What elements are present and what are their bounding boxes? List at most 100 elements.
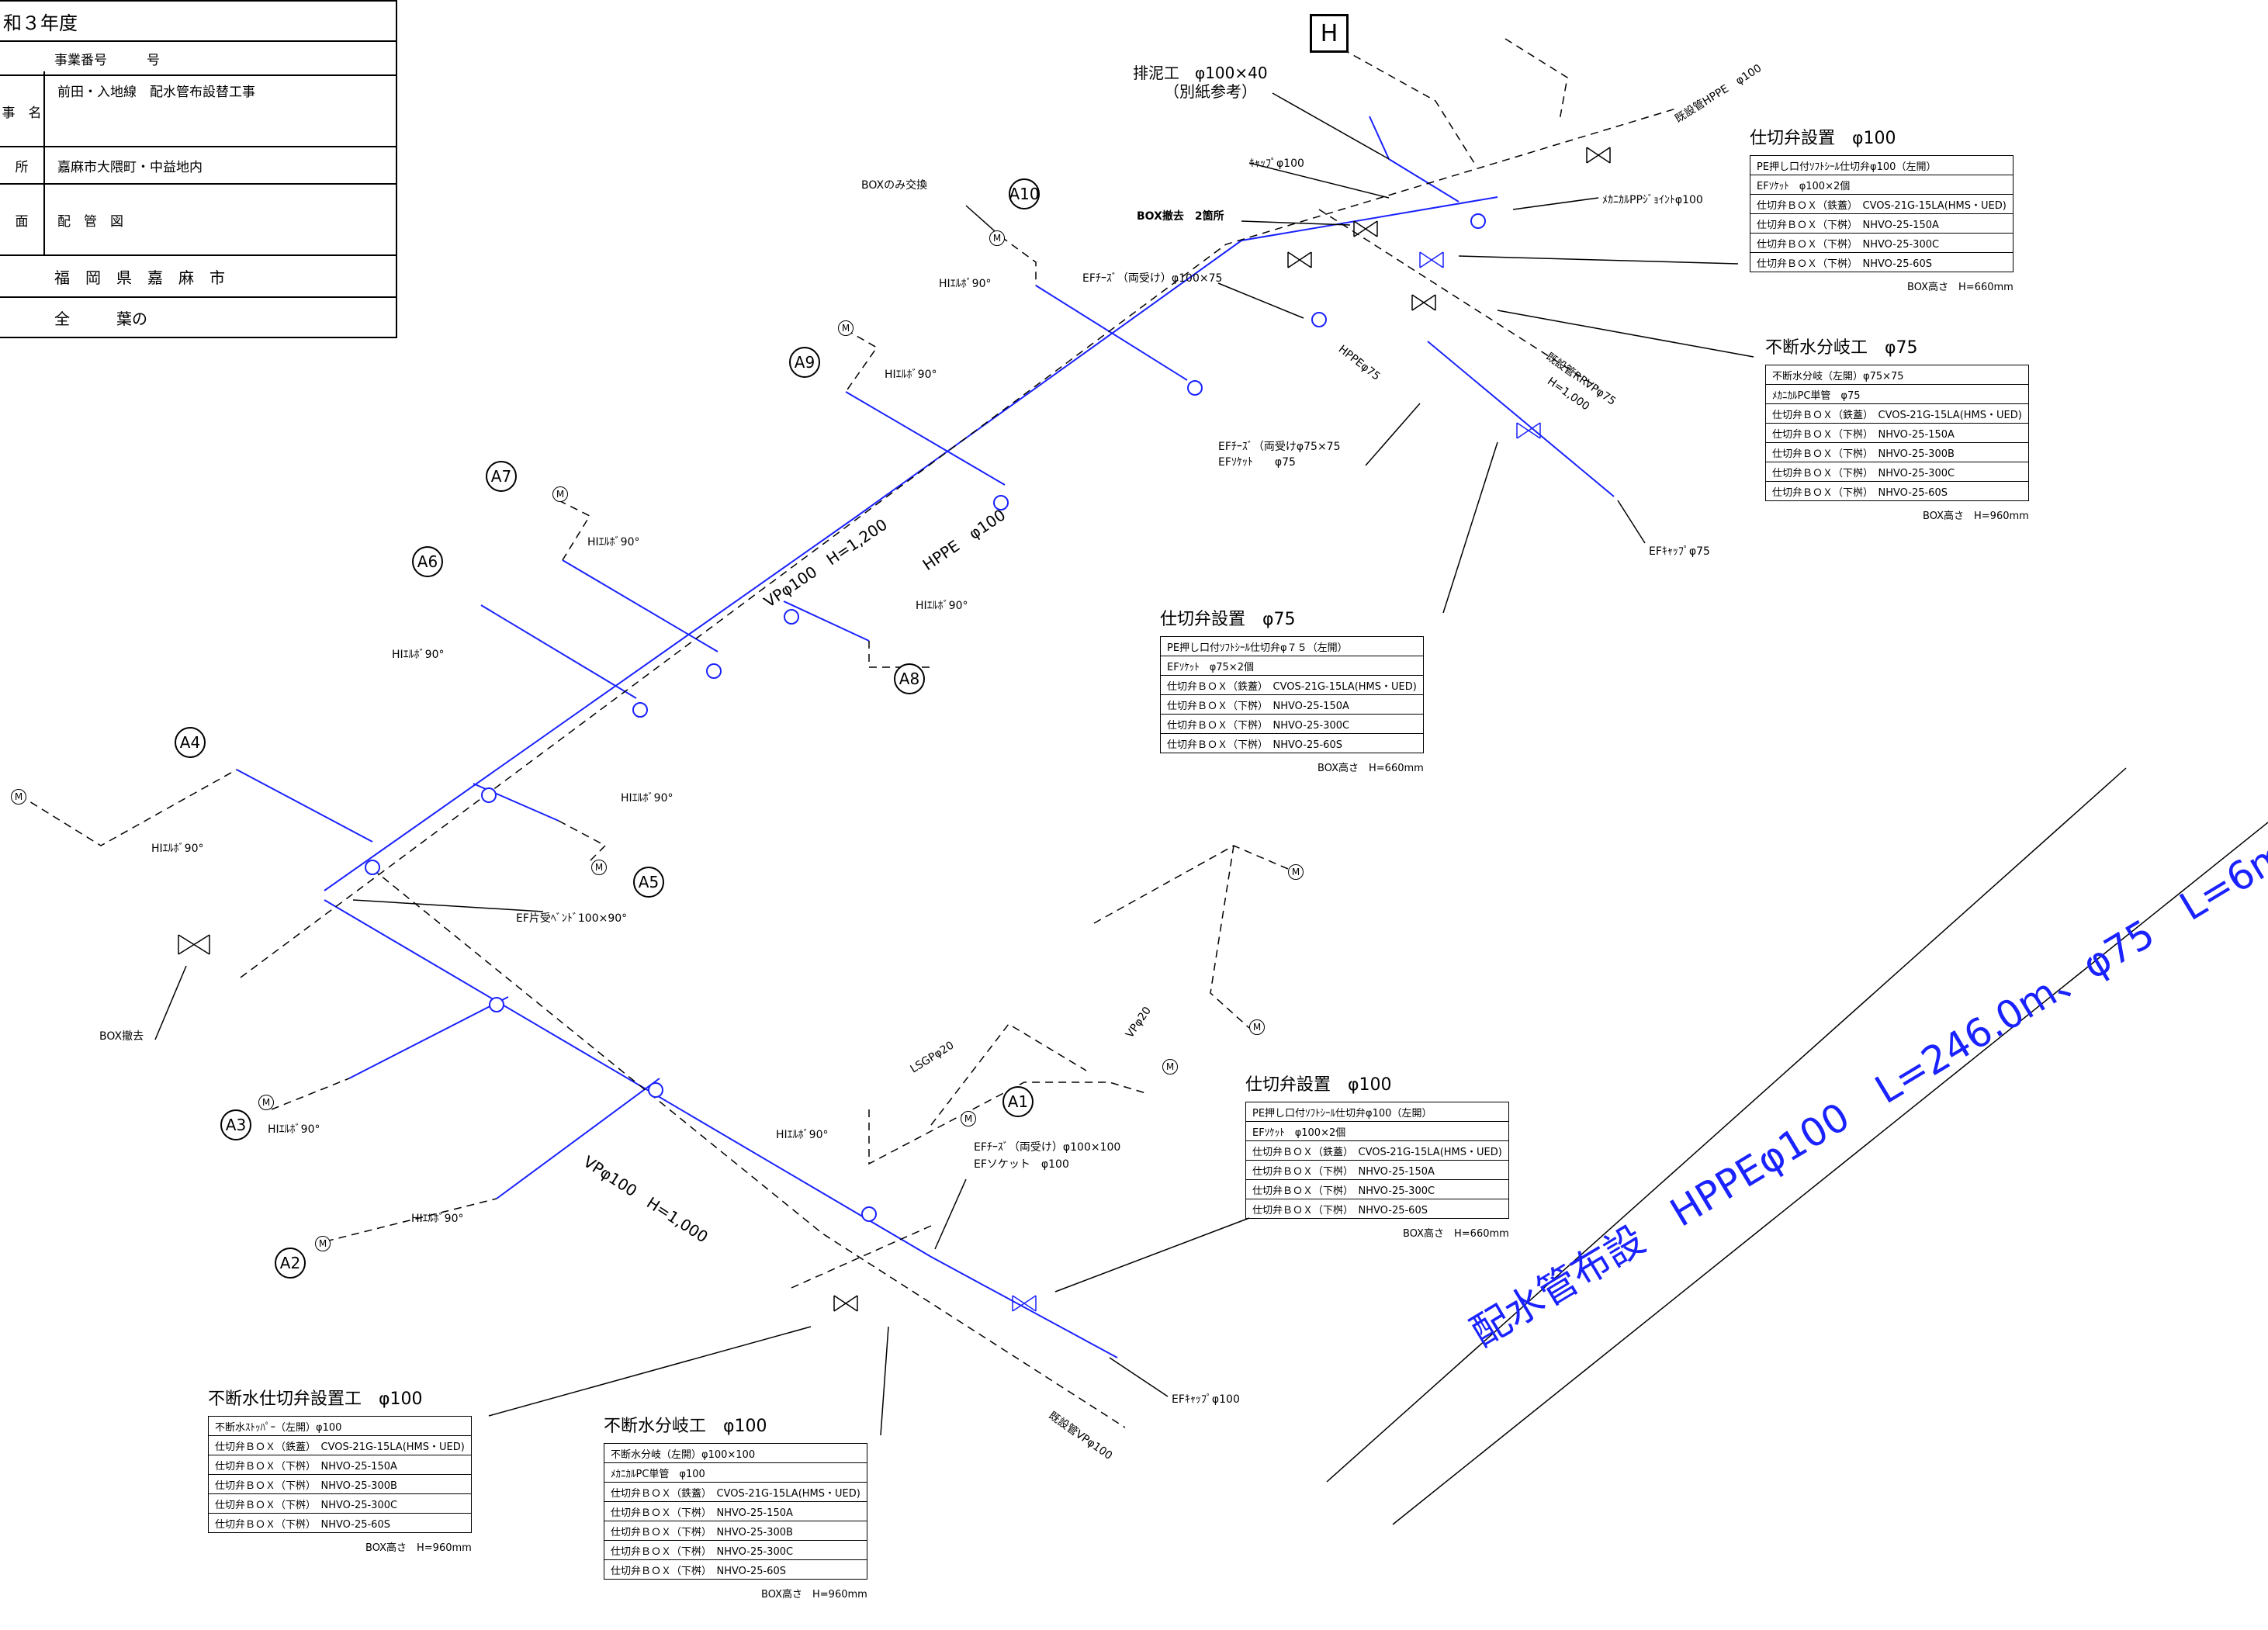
project-no: 事業番号 号: [54, 52, 160, 68]
meter-m2: M: [1249, 1019, 1265, 1035]
leader-boxremoval: [154, 965, 187, 1040]
spec-row: 不断水分岐（左開）φ100×100: [604, 1443, 867, 1463]
spec-stopper100: 不断水仕切弁設置工 φ100 不断水ｽﾄｯﾊﾟｰ（左開）φ100 仕切弁ＢＯＸ（…: [208, 1385, 472, 1554]
spec-row: 仕切弁ＢＯＸ（下桝） NHVO-25-150A: [1245, 1160, 1509, 1180]
road-edge-upper: [1326, 767, 2127, 1483]
valve-existing-3: [1287, 251, 1312, 268]
service-tag-a5: A5: [633, 867, 664, 898]
meter-a7: M: [552, 486, 568, 502]
spec-row: 仕切弁ＢＯＸ（下桝） NHVO-25-60S: [1750, 252, 2013, 272]
meter-line-a2: [325, 1198, 497, 1242]
leader-bend: [352, 899, 544, 912]
leader-efcap100: [1109, 1357, 1169, 1397]
service-tag-a8: A8: [894, 663, 925, 694]
project-name: 前田・入地線 配水管布設替工事: [43, 71, 396, 151]
meter-line-m1: [1093, 845, 1289, 924]
service-tag-a6: A6: [412, 546, 443, 577]
leader-mech: [1512, 197, 1599, 210]
title-block: 和３年度 事業番号 号 事 名前田・入地線 配水管布設替工事 所嘉麻市大隈町・中…: [0, 0, 397, 338]
spec-row: 仕切弁ＢＯＸ（下桝） NHVO-25-300C: [1750, 233, 2013, 253]
service-tag-a7: A7: [486, 461, 517, 492]
box-removal-label: BOX撤去: [99, 1030, 144, 1043]
spec-title: 仕切弁設置 φ75: [1160, 610, 1296, 629]
leader-valve75: [1442, 441, 1498, 614]
spec-row: 仕切弁ＢＯＸ（下桝） NHVO-25-60S: [208, 1513, 472, 1533]
existing-hppe-line: [240, 108, 1677, 978]
service-tag-a2: A2: [275, 1248, 306, 1279]
service-a3: [348, 996, 509, 1079]
leader-cap: [1248, 162, 1390, 199]
spec-title: 不断水仕切弁設置工 φ100: [208, 1389, 423, 1409]
tee-a10: [1187, 380, 1203, 396]
service-tag-a9: A9: [789, 347, 820, 378]
leader-stopper: [488, 1326, 812, 1417]
ef-cap75-label: EFｷｬｯﾌﾟφ75: [1649, 545, 1710, 558]
spec-row: EFｿｹｯﾄ φ100×2個: [1245, 1121, 1509, 1141]
spec-row: 不断水ｽﾄｯﾊﾟｰ（左開）φ100: [208, 1416, 472, 1436]
spec-row: EFｿｹｯﾄ φ100×2個: [1750, 175, 2013, 195]
spec-footer: BOX高さ H=660mm: [1403, 1228, 1509, 1240]
meter-m3: M: [1162, 1059, 1178, 1075]
spec-row: 仕切弁ＢＯＸ（鉄蓋） CVOS-21G-15LA(HMS・UED): [1765, 403, 2029, 424]
service-a10: [1035, 285, 1188, 381]
spec-footer: BOX高さ H=960mm: [365, 1542, 472, 1554]
ef-cheese-bottom-label: EFﾁｰｽﾞ（両受け）φ100×100: [974, 1141, 1121, 1154]
spec-row: 仕切弁ＢＯＸ（下桝） NHVO-25-60S: [1765, 481, 2029, 501]
new-pipes: [236, 116, 1615, 1358]
sheets: 全 葉の: [54, 309, 147, 328]
service-a9: [845, 391, 1006, 486]
spec-title: 仕切弁設置 φ100: [1750, 129, 1896, 148]
tee-a6: [632, 702, 648, 718]
spec-row: 仕切弁ＢＯＸ（下桝） NHVO-25-300B: [604, 1521, 867, 1541]
valve-existing-5: [833, 1295, 858, 1312]
spec-row: PE押し口付ｿﾌﾄｼｰﾙ仕切弁φ７５（左開）: [1160, 636, 1424, 656]
spec-row: PE押し口付ｿﾌﾄｼｰﾙ仕切弁φ100（左開）: [1245, 1102, 1509, 1122]
tee-a8: [784, 609, 799, 625]
h-line: [1330, 42, 1475, 164]
meter-line-a9: [845, 329, 878, 393]
spec-footer: BOX高さ H=960mm: [1923, 510, 2029, 522]
spec-row: 仕切弁ＢＯＸ（下桝） NHVO-25-150A: [208, 1455, 472, 1475]
spec-title: 不断水分岐工 φ75: [1765, 338, 1918, 358]
hydrant-h-mark: H: [1310, 14, 1349, 53]
leader-drain: [1272, 92, 1390, 160]
spec-row: 仕切弁ＢＯＸ（下桝） NHVO-25-60S: [1245, 1199, 1509, 1219]
meter-a5: M: [591, 860, 607, 875]
service-a7: [562, 559, 718, 652]
fittings: [365, 213, 1486, 1222]
meter-a4: M: [11, 789, 26, 805]
tee-a9: [993, 495, 1009, 510]
meter-a10: M: [989, 230, 1005, 246]
existing-vp-line: [372, 868, 1126, 1428]
spec-row: 仕切弁ＢＯＸ（鉄蓋） CVOS-21G-15LA(HMS・UED): [208, 1435, 472, 1455]
ef-socket100-label: EFソケット φ100: [974, 1158, 1069, 1171]
spec-row: 仕切弁ＢＯＸ（下桝） NHVO-25-150A: [1765, 423, 2029, 443]
top-line: [1504, 38, 1568, 121]
drawing-name: 配 管 図: [43, 185, 396, 254]
valve-75: [1516, 422, 1541, 439]
spec-footer: BOX高さ H=660mm: [1318, 763, 1424, 774]
ef-bend-label: EF片受ﾍﾞﾝﾄﾞ100×90°: [516, 912, 628, 925]
valve-100-top: [1419, 251, 1444, 268]
ef-socket75-label: EFｿｹｯﾄ φ75: [1218, 456, 1296, 469]
drain-title: 排泥工 φ100×40: [1133, 64, 1268, 82]
spec-row: EFｿｹｯﾄ φ75×2個: [1160, 656, 1424, 676]
hi-elbow-a6: HIｴﾙﾎﾞ90°: [392, 649, 445, 661]
hi-elbow-a3: HIｴﾙﾎﾞ90°: [268, 1123, 320, 1136]
service-dashed-a1b: [791, 1225, 932, 1289]
box-removal-2-label: BOX撤去 2箇所: [1137, 210, 1224, 223]
ef-cheese-top-label: EFﾁｰｽﾞ（両受け）φ100×75: [1082, 272, 1223, 285]
main-pipe-hppe100: [324, 196, 1498, 891]
spec-row: 仕切弁ＢＯＸ（下桝） NHVO-25-300C: [604, 1540, 867, 1560]
tee-a4: [365, 860, 380, 875]
meter-a3: M: [258, 1095, 274, 1110]
spec-footer: BOX高さ H=660mm: [1907, 282, 2013, 293]
tee-a5: [481, 787, 497, 803]
service-dashed-a1: [868, 1081, 1149, 1165]
service-tag-a4: A4: [175, 727, 206, 758]
leader-cheese-top: [1217, 282, 1304, 319]
meter-a1: M: [961, 1111, 976, 1126]
service-a4: [236, 769, 373, 843]
spec-row: 不断水分岐（左開）φ75×75: [1765, 365, 2029, 385]
hi-elbow-a10: HIｴﾙﾎﾞ90°: [939, 278, 992, 290]
